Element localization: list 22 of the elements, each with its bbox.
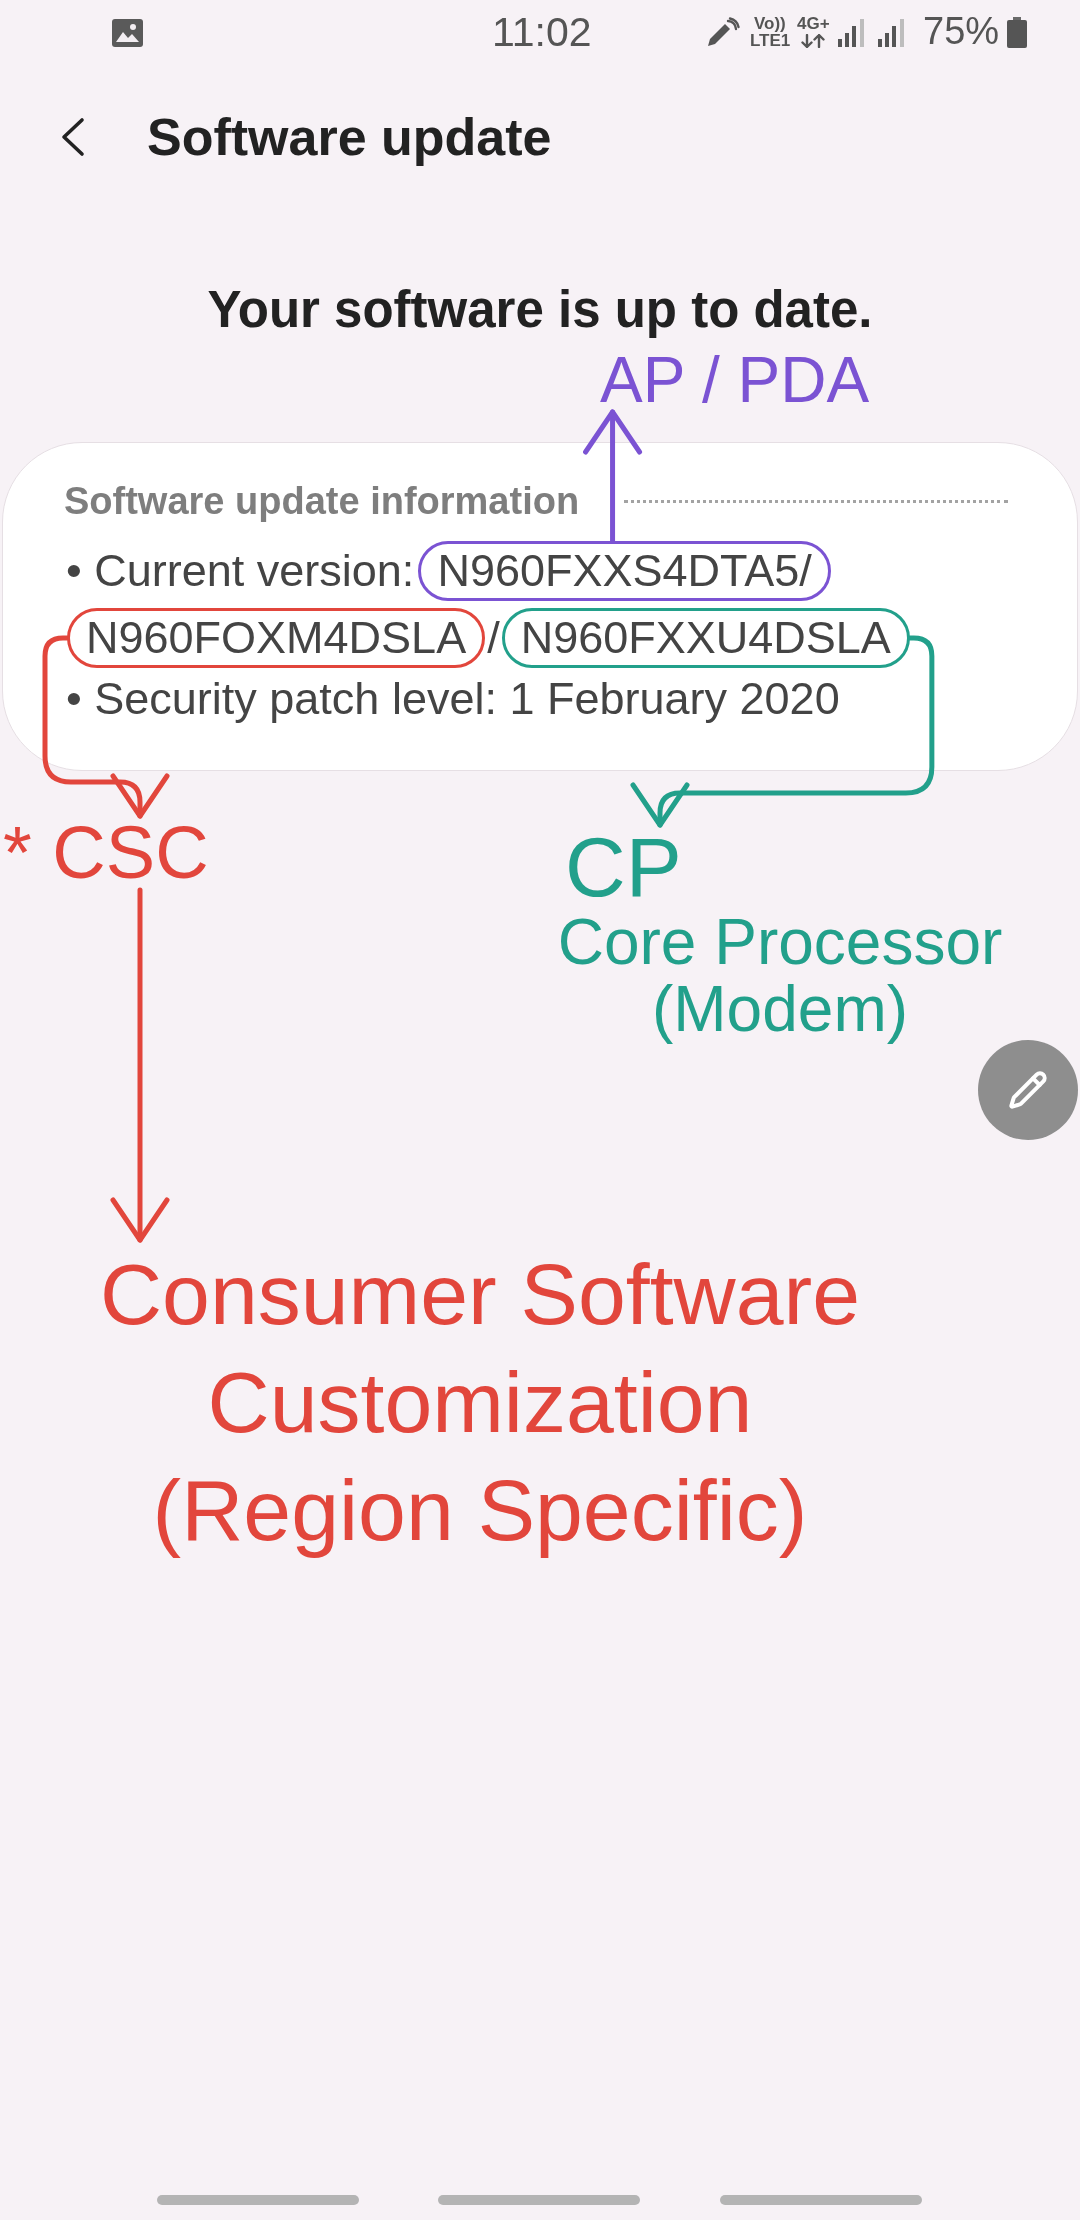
handwritten-note: AP / PDA bbox=[600, 348, 870, 412]
network-indicator-text: Vo)) bbox=[754, 15, 786, 32]
arrow bbox=[630, 635, 935, 828]
circled-version-code: N960FOXM4DSLA bbox=[67, 608, 486, 668]
arrow bbox=[110, 887, 170, 1243]
arrow bbox=[42, 635, 170, 819]
handwritten-heading: CP bbox=[565, 825, 682, 909]
handwritten-note: Core Processor (Modem) bbox=[556, 909, 1004, 1044]
info-text: • Current version: bbox=[66, 547, 415, 595]
battery-percentage: 75% bbox=[923, 12, 1000, 50]
circled-version-code: N960FXXU4DSLA bbox=[501, 608, 910, 668]
info-text: • Security patch level: 1 February 2020 bbox=[66, 675, 840, 723]
handwritten-note: * CSC bbox=[3, 816, 209, 890]
info-card bbox=[2, 442, 1078, 771]
handwritten-note: Consumer Software Customization (Region Specific) bbox=[80, 1240, 880, 1564]
circled-version-code: N960FXXS4DTA5/ bbox=[418, 541, 831, 601]
network-type-text: 4G+ bbox=[797, 15, 830, 32]
section-heading: Software update information bbox=[64, 479, 580, 524]
arrow bbox=[583, 409, 643, 544]
separator-text: / bbox=[487, 614, 500, 662]
status-time: 11:02 bbox=[492, 12, 592, 53]
network-indicator-text: LTE1 bbox=[750, 32, 791, 49]
